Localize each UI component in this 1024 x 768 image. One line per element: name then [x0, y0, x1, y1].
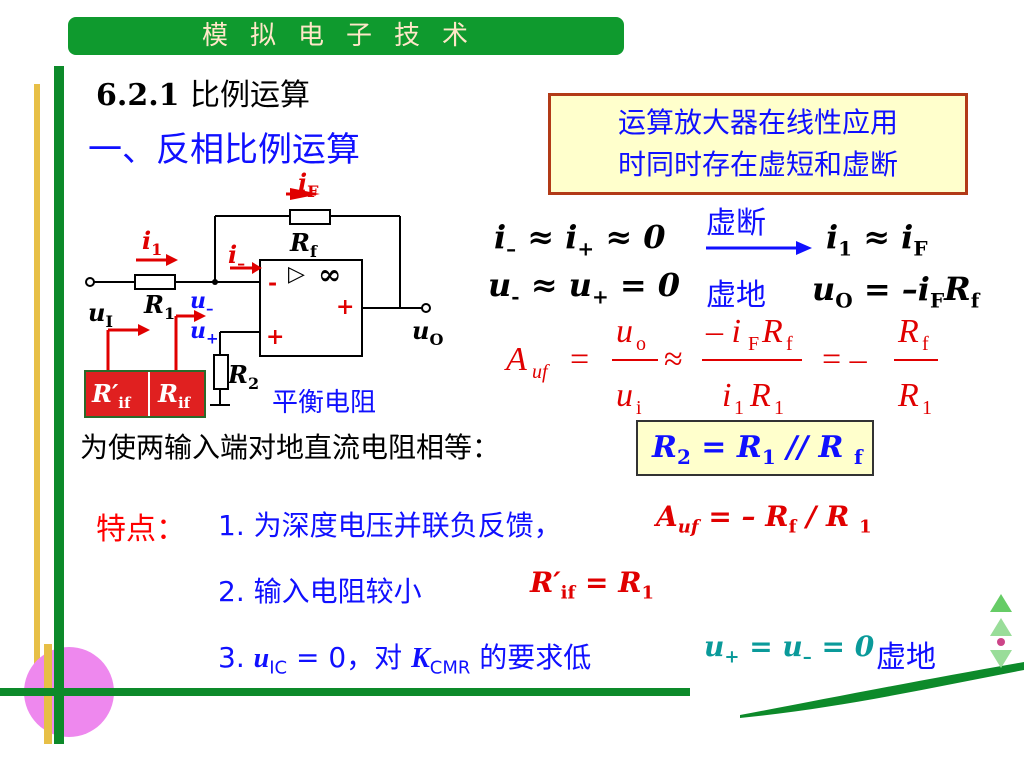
balance-resistor-label: 平衡电阻 — [272, 388, 377, 418]
svg-text:1: 1 — [922, 397, 932, 418]
svg-text:≈: ≈ — [664, 341, 683, 378]
left-yellow-bar — [34, 84, 40, 684]
inverting-amplifier-circuit — [85, 188, 431, 406]
feature-2-text: 2. 输入电阻较小 — [218, 575, 422, 608]
virtual-open-label: 虚断 — [706, 206, 766, 241]
label-uplus: u+ — [190, 318, 219, 348]
svg-text:R: R — [897, 313, 919, 350]
feature-1-text: 1. 为深度电压并联负反馈， — [218, 509, 562, 542]
svg-text:u: u — [616, 313, 633, 350]
up-arrow-icon[interactable] — [990, 618, 1012, 636]
features-label: 特点： — [96, 512, 186, 547]
nav-arrows — [990, 594, 1012, 668]
svg-text:uf: uf — [532, 361, 550, 383]
opamp-triangle-icon: ▷ — [288, 262, 305, 287]
feature-3-formula: u+ = u– = 0 — [704, 630, 875, 668]
label-uminus: u– — [190, 288, 214, 318]
label-i1: i1 — [142, 226, 163, 259]
label-R2: R2 — [228, 360, 260, 393]
note-line-2: 时同时存在虚短和虚断 — [617, 148, 898, 181]
section-heading: 6.2.1 比例运算 — [96, 70, 310, 114]
svg-text:1: 1 — [774, 397, 784, 418]
eq-i1-iF: i1 ≈ iF — [826, 218, 928, 261]
opamp-infinity: ∞ — [318, 258, 342, 291]
svg-text:1: 1 — [734, 397, 744, 418]
svg-text:i: i — [722, 377, 731, 414]
label-R-if: Rif — [148, 372, 190, 416]
svg-text:F: F — [748, 333, 759, 355]
svg-text:f: f — [922, 333, 929, 355]
svg-text:= –: = – — [822, 341, 868, 378]
circle-cross-decoration — [24, 644, 134, 744]
feature-1-formula: Auf = – Rf / R 1 — [656, 500, 872, 538]
svg-text:i: i — [636, 397, 642, 418]
label-uO: uO — [412, 316, 444, 349]
label-R-prime-if: R′if — [92, 379, 131, 412]
label-iminus: i– — [228, 240, 246, 273]
equal-resistance-text: 为使两输入端对地直流电阻相等： — [80, 431, 501, 464]
down-arrow-icon[interactable] — [990, 650, 1012, 668]
feature-3-text: 3. uIC = 0，对 KCMR 的要求低 — [218, 641, 592, 679]
label-uI: uI — [88, 298, 113, 331]
section-number: 6.2.1 — [96, 78, 180, 113]
note-box: 运算放大器在线性应用 时同时存在虚短和虚断 — [548, 93, 968, 195]
input-resistance-box: R′if Rif — [84, 370, 206, 418]
svg-text:R: R — [761, 313, 783, 350]
virtual-ground-label: 虚地 — [706, 278, 766, 313]
r2-formula-box: R2 = R1 // R f — [636, 420, 874, 476]
svg-text:R: R — [897, 377, 919, 414]
course-banner: 模拟电子技术 — [68, 17, 624, 55]
svg-text:o: o — [636, 333, 646, 355]
bottom-green-bar — [0, 688, 690, 696]
svg-text:– i: – i — [705, 313, 741, 350]
label-R1: R1 — [144, 290, 176, 323]
svg-text:f: f — [786, 333, 793, 355]
label-iF: iF — [298, 168, 319, 201]
arrow-icon — [706, 241, 812, 255]
eq-virtual-short: u- ≈ u+ = 0 — [488, 266, 681, 309]
opamp-plus: + — [266, 324, 285, 350]
prev-arrow-icon[interactable] — [990, 594, 1012, 612]
opamp-out-plus: + — [336, 294, 355, 320]
eq-uO: uO = –iFRf — [812, 270, 980, 313]
subsection-title: 一、反相比例运算 — [88, 130, 360, 170]
svg-text:A: A — [504, 341, 527, 378]
virtual-ground-label-2: 虚地 — [876, 640, 936, 675]
swoosh-decoration — [740, 662, 1024, 718]
svg-text:=: = — [570, 341, 589, 378]
opamp-minus: - — [268, 270, 278, 296]
section-title: 比例运算 — [189, 78, 310, 113]
feature-2-formula: R′if = R1 — [530, 566, 655, 604]
svg-text:R: R — [749, 377, 771, 414]
label-Rf: Rf — [290, 228, 317, 261]
svg-text:u: u — [616, 377, 633, 414]
eq-virtual-open: i– ≈ i+ ≈ 0 — [494, 218, 666, 261]
note-line-1: 运算放大器在线性应用 — [617, 106, 898, 139]
left-green-bar — [54, 66, 64, 686]
home-dot-icon[interactable] — [997, 638, 1005, 646]
